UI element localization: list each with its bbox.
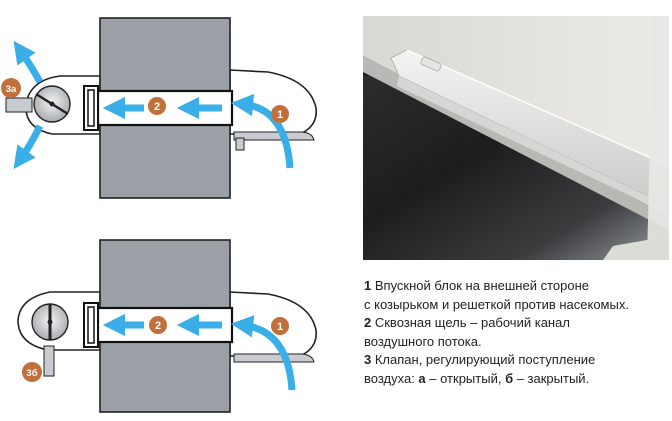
legend-open-letter: а [418,370,426,386]
legend-text: Сквозная щель – рабочий канал [374,315,570,330]
badge-valve-label: 3а [6,84,17,95]
hood-lip [233,131,315,141]
valve-pivot [47,319,53,325]
product-photo [363,16,669,260]
window-bottom-sill [603,236,669,260]
badge-valve: 3б [22,362,42,382]
badge-intake: 1 [271,317,289,335]
airflow-out-down-arrow [13,124,44,170]
badge-channel-label: 2 [154,101,160,113]
legend-text: Клапан, регулирующий поступление [374,352,596,367]
legend-item-3: 3 Клапан, регулирующий поступление [364,351,670,370]
airflow-out-up-arrow [13,40,44,84]
legend-item-2: 2 Сквозная щель – рабочий канал [364,314,670,333]
airflow-in-arrow [230,315,296,391]
badge-intake-label: 1 [277,321,283,333]
legend-num: 2 [364,315,372,330]
legend-text-continued: воздушного потока. [364,333,482,349]
legend-text: – открытый, [425,370,506,386]
legend-text-continued: воздуха: а – открытый, б – закрытый. [364,370,670,389]
legend-item-1: 1 Впускной блок на внешней стороне [364,277,670,296]
vent-unit-edge [406,49,669,167]
badge-intake: 1 [271,105,289,123]
legend-num: 3 [364,352,372,367]
badge-valve: 3а [1,78,21,98]
vent-unit-face [397,76,669,214]
badge-valve-label: 3б [26,368,37,379]
legend-text: Впускной блок на внешней стороне [374,278,589,293]
legend-text: воздуха: [364,370,419,386]
badge-intake-label: 1 [277,109,283,121]
legend-caption: 1 Впускной блок на внешней стороне с коз… [364,277,670,388]
legend-closed-letter: б [505,370,514,386]
badge-channel-label: 2 [155,320,161,332]
legend-text-continued: с козырьком и решеткой против насекомых. [364,296,629,312]
badge-channel: 2 [148,97,166,115]
legend-num: 1 [364,278,372,293]
slot-end-bracket-inner [87,306,95,344]
valve-stem [5,97,33,113]
vent-handle [420,56,442,72]
valve-stem [43,345,55,377]
legend-text: – закрытый. [513,370,590,386]
schematic-closed-valve: 1 2 3б [17,239,317,413]
slot-end-bracket-inner [87,89,95,127]
hood-clip [235,137,245,151]
window-side-reveal [647,16,669,260]
ventilation-schematic: 1 2 3а 1 [1,17,317,413]
schematic-open-valve: 1 2 3а [1,17,317,199]
badge-channel: 2 [149,316,167,334]
valve-pivot [49,101,55,107]
hood-lip [233,353,315,363]
